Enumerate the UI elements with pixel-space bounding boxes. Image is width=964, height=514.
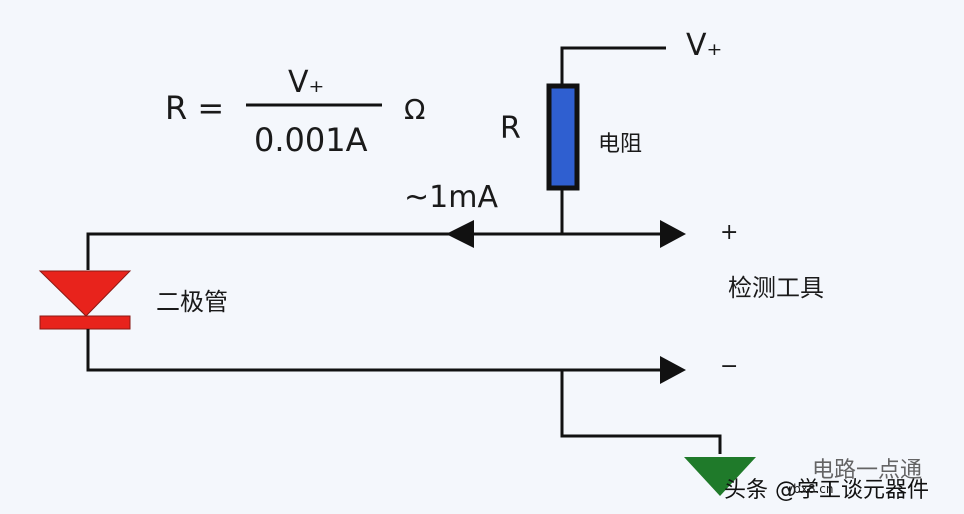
current-arrow-left (446, 220, 474, 248)
diode-bar (39, 315, 131, 330)
watermark-site: ybx8.cn (786, 482, 834, 496)
resistor-symbol-label: R (500, 111, 521, 146)
top-wire (86, 232, 664, 270)
formula-numerator: V₊ (288, 65, 325, 100)
formula-unit: Ω (404, 93, 426, 126)
ground-wire (560, 370, 722, 454)
current-label: ~1mA (404, 180, 498, 215)
supply-wire (560, 46, 666, 86)
diode-triangle (38, 270, 132, 317)
plus-terminal-label: + (720, 220, 739, 245)
plus-terminal-arrow (660, 220, 686, 248)
formula-lhs: R = (165, 89, 225, 127)
watermark-channel: 电路一点通 (812, 458, 923, 483)
resistor-label: 电阻 (598, 132, 643, 157)
minus-terminal-label: − (720, 354, 739, 379)
supply-label: V₊ (686, 28, 723, 63)
watermark-author: 头条 @学工谈元器件 (724, 478, 929, 503)
ground-symbol (684, 457, 756, 496)
minus-terminal-arrow (660, 356, 686, 384)
test-tool-label: 检测工具 (728, 274, 824, 302)
bottom-wire (86, 329, 664, 372)
diode-label: 二极管 (156, 288, 228, 316)
formula-denominator: 0.001A (254, 121, 368, 159)
resistor-body (546, 83, 580, 191)
